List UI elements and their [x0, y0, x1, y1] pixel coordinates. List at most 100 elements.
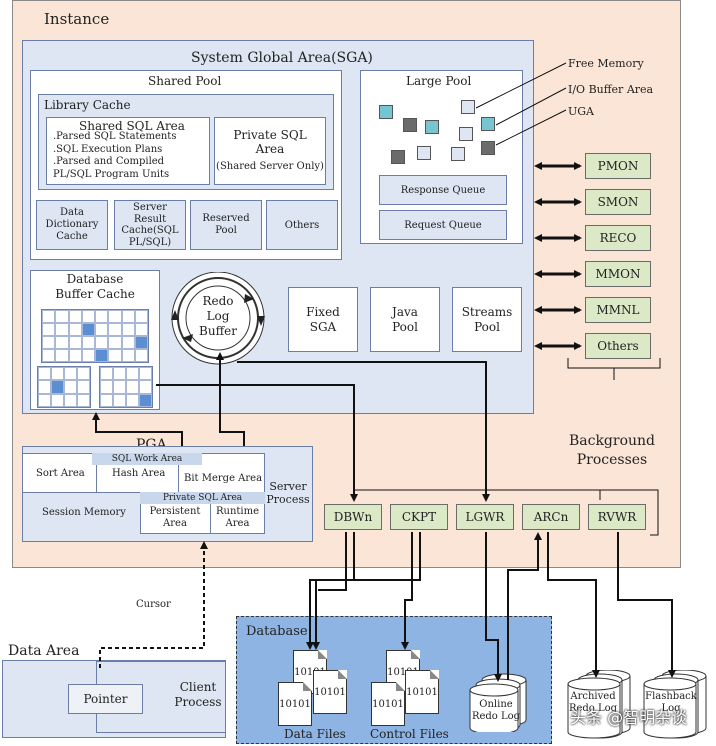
server-result-cache-label: Result	[133, 213, 167, 225]
control-file-icon: 10101	[405, 670, 439, 714]
database-buffer-cache-label: Database	[66, 272, 124, 286]
large-pool-square	[403, 118, 417, 132]
java-pool-label: Pool	[392, 319, 418, 334]
archived-redo-log-icon	[567, 670, 631, 739]
control-files-label: Control Files	[370, 727, 449, 741]
shared-pool-others: Others	[266, 200, 338, 250]
server-process: Server Process	[265, 480, 311, 506]
process-mmnl: MMNL	[585, 297, 651, 323]
watermark: 头条 @智明杂谈	[570, 708, 688, 727]
persistent-area-label: Persistent	[149, 506, 201, 517]
streams-pool-label: Pool	[474, 319, 500, 334]
shared-sql-area-title: Shared SQL Area	[79, 119, 185, 133]
process-pmon: PMON	[585, 153, 651, 179]
online-redo-log-label: Online	[479, 699, 513, 710]
shared-sql-line: .Parsed SQL Statements	[53, 131, 177, 142]
private-sql-area-label: Private SQL Area	[140, 492, 265, 504]
private-sql-title: Private SQL	[233, 128, 307, 142]
runtime-area: Runtime Area	[210, 506, 265, 530]
large-pool-square	[459, 127, 473, 141]
fixed-sga-label: Fixed	[306, 304, 340, 319]
server-result-cache-label: Server	[133, 202, 167, 213]
process-smon: SMON	[585, 189, 651, 215]
private-sql-area: Private SQL Area (Shared Server Only)	[214, 117, 326, 185]
data-files-label: Data Files	[284, 727, 346, 741]
request-queue: Request Queue	[379, 210, 507, 240]
redo-log-buffer-label: Redo	[202, 294, 234, 308]
large-pool-square	[461, 100, 475, 114]
server-result-cache-label: Cache(SQL	[121, 225, 179, 236]
streams-pool-label: Streams	[461, 304, 513, 319]
process-reco: RECO	[585, 225, 651, 251]
database-buffer-cache-title: Database Buffer Cache	[30, 272, 160, 302]
reserved-pool: Reserved Pool	[190, 200, 262, 250]
fixed-sga-label: SGA	[309, 319, 337, 334]
reserved-pool-label: Reserved	[202, 213, 250, 224]
large-pool-square	[417, 146, 431, 160]
session-memory: Session Memory	[42, 507, 126, 518]
large-pool-square	[379, 105, 393, 119]
online-redo-log: Online Redo Log	[470, 699, 522, 723]
legend-free-memory: Free Memory	[568, 57, 644, 70]
pga-divider	[210, 504, 211, 534]
runtime-area-label: Runtime	[215, 506, 260, 517]
process-arcn: ARCn	[522, 504, 580, 530]
database-title: Database	[246, 624, 308, 639]
flashback-log-icon	[643, 670, 707, 739]
pga-divider	[178, 465, 179, 493]
data-file-icon: 10101	[313, 670, 347, 714]
background-processes-label-line: Processes	[576, 452, 648, 468]
client-process: Client Process	[170, 680, 226, 710]
database-buffer-cache-label: Buffer Cache	[55, 287, 135, 301]
java-pool-label: Java	[392, 304, 418, 319]
archived-redo-log-label: Archived	[570, 691, 616, 702]
fixed-sga: Fixed SGA	[288, 287, 358, 352]
pointer-box: Pointer	[68, 684, 143, 714]
runtime-area-label: Area	[225, 518, 250, 529]
background-processes-label: Background Processes	[560, 432, 664, 470]
sql-work-area-label: SQL Work Area	[92, 453, 202, 465]
legend-io-buffer-area: I/O Buffer Area	[568, 83, 654, 96]
sort-area: Sort Area	[36, 468, 85, 479]
buffer-grid-main	[41, 309, 149, 363]
private-sql-title: Area	[255, 142, 285, 156]
large-pool-square	[451, 147, 465, 161]
hash-area: Hash Area	[112, 468, 166, 479]
flashback-log-label: Log	[661, 703, 681, 714]
private-sql-note: (Shared Server Only)	[216, 161, 324, 172]
pga-divider	[96, 465, 97, 493]
redo-log-buffer-label: Log	[206, 309, 230, 323]
flashback-log: Flashback Log	[644, 691, 698, 715]
archived-redo-log-label: Redo Log	[568, 703, 618, 714]
client-process-label: Process	[174, 695, 222, 709]
shared-sql-line: PL/SQL Program Units	[53, 168, 170, 180]
legend-uga: UGA	[568, 105, 595, 118]
library-cache-title: Library Cache	[44, 98, 131, 112]
shared-pool-title: Shared Pool	[148, 74, 222, 88]
data-dictionary-cache-label: Cache	[56, 231, 88, 242]
flashback-log-label: Flashback	[645, 691, 697, 702]
process-rvwr: RVWR	[588, 504, 646, 530]
shared-sql-area	[46, 117, 210, 185]
data-dictionary-cache: Data Dictionary Cache	[36, 200, 108, 250]
redo-log-buffer: Redo Log Buffer	[190, 294, 246, 339]
background-processes-label-line: Background	[568, 433, 656, 449]
instance-title: Instance	[44, 10, 110, 28]
java-pool: Java Pool	[370, 287, 440, 352]
persistent-area-label: Area	[163, 518, 187, 529]
data-dictionary-cache-label: Data	[60, 207, 84, 218]
shared-sql-line: .Parsed and Compiled	[53, 156, 165, 167]
shared-sql-line: .SQL Execution Plans	[53, 143, 163, 155]
data-dictionary-cache-label: Dictionary	[45, 219, 99, 230]
sga-title: System Global Area(SGA)	[191, 50, 373, 66]
server-process-label: Process	[266, 493, 310, 506]
client-process-label: Client	[179, 680, 217, 694]
data-file-icon: 10101	[278, 682, 312, 726]
large-pool-square	[481, 141, 495, 155]
redo-log-buffer-label: Buffer	[199, 324, 237, 338]
online-redo-log-icon	[469, 673, 527, 732]
data-area-title: Data Area	[8, 643, 80, 659]
process-others: Others	[585, 333, 651, 359]
server-process-label: Server	[269, 480, 307, 493]
